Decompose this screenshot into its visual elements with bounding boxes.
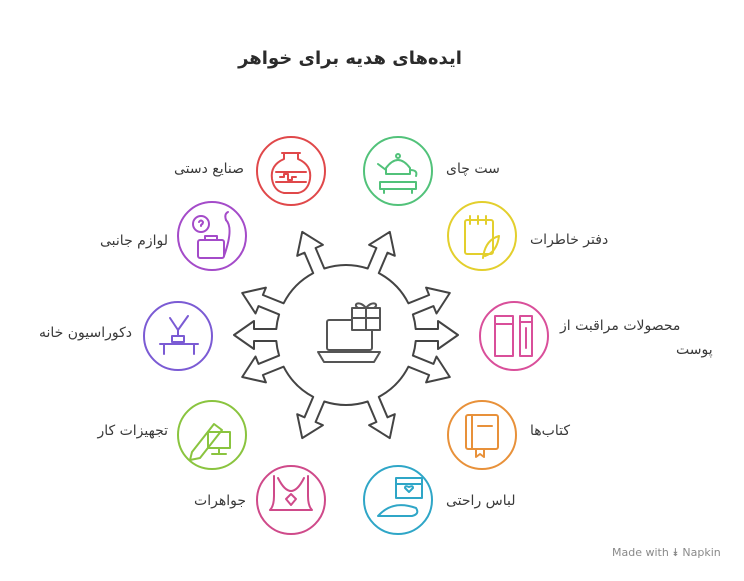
vase-table-icon — [159, 315, 199, 355]
label-skincare-line2: پوست — [676, 342, 713, 358]
label-accessories: لوازم جانبی — [100, 233, 168, 249]
necklace-icon — [269, 475, 313, 511]
teapot-icon — [377, 153, 418, 194]
notebook-icon — [464, 215, 500, 259]
label-books: کتاب‌ها — [530, 423, 570, 439]
label-journal: دفتر خاطرات — [530, 232, 609, 248]
item-journal — [447, 201, 517, 271]
item-skincare — [479, 301, 549, 371]
label-tea-set: ست چای — [446, 161, 500, 177]
book-icon — [465, 414, 499, 458]
gift-slipper-icon — [377, 477, 423, 517]
label-loungewear: لباس راحتی — [446, 493, 516, 509]
napkin-watermark: Made with ⯯ Napkin — [612, 546, 721, 559]
pencil-monitor-icon — [189, 423, 231, 461]
laptop-gift-icon — [317, 302, 381, 363]
item-loungewear — [363, 465, 433, 535]
label-skincare-line1: محصولات مراقبت از — [560, 318, 681, 334]
item-books — [447, 400, 517, 470]
bag-umbrella-icon — [192, 211, 231, 259]
skincare-tubes-icon — [494, 315, 533, 357]
item-tea-set — [363, 136, 433, 206]
item-handicrafts — [256, 136, 326, 206]
pottery-icon — [270, 152, 312, 194]
item-work-gear — [177, 400, 247, 470]
item-jewelry — [256, 465, 326, 535]
label-work-gear: تجهیزات کار — [97, 423, 168, 439]
page-title: ایده‌های هدیه برای خواهر — [238, 48, 462, 69]
item-accessories — [177, 201, 247, 271]
hub — [233, 230, 459, 440]
item-home-decor — [143, 301, 213, 371]
hub-starburst — [233, 230, 459, 440]
label-jewelry: جواهرات — [194, 493, 246, 509]
label-handicrafts: صنایع دستی — [173, 161, 244, 177]
label-home-decor: دکوراسیون خانه — [38, 325, 132, 341]
